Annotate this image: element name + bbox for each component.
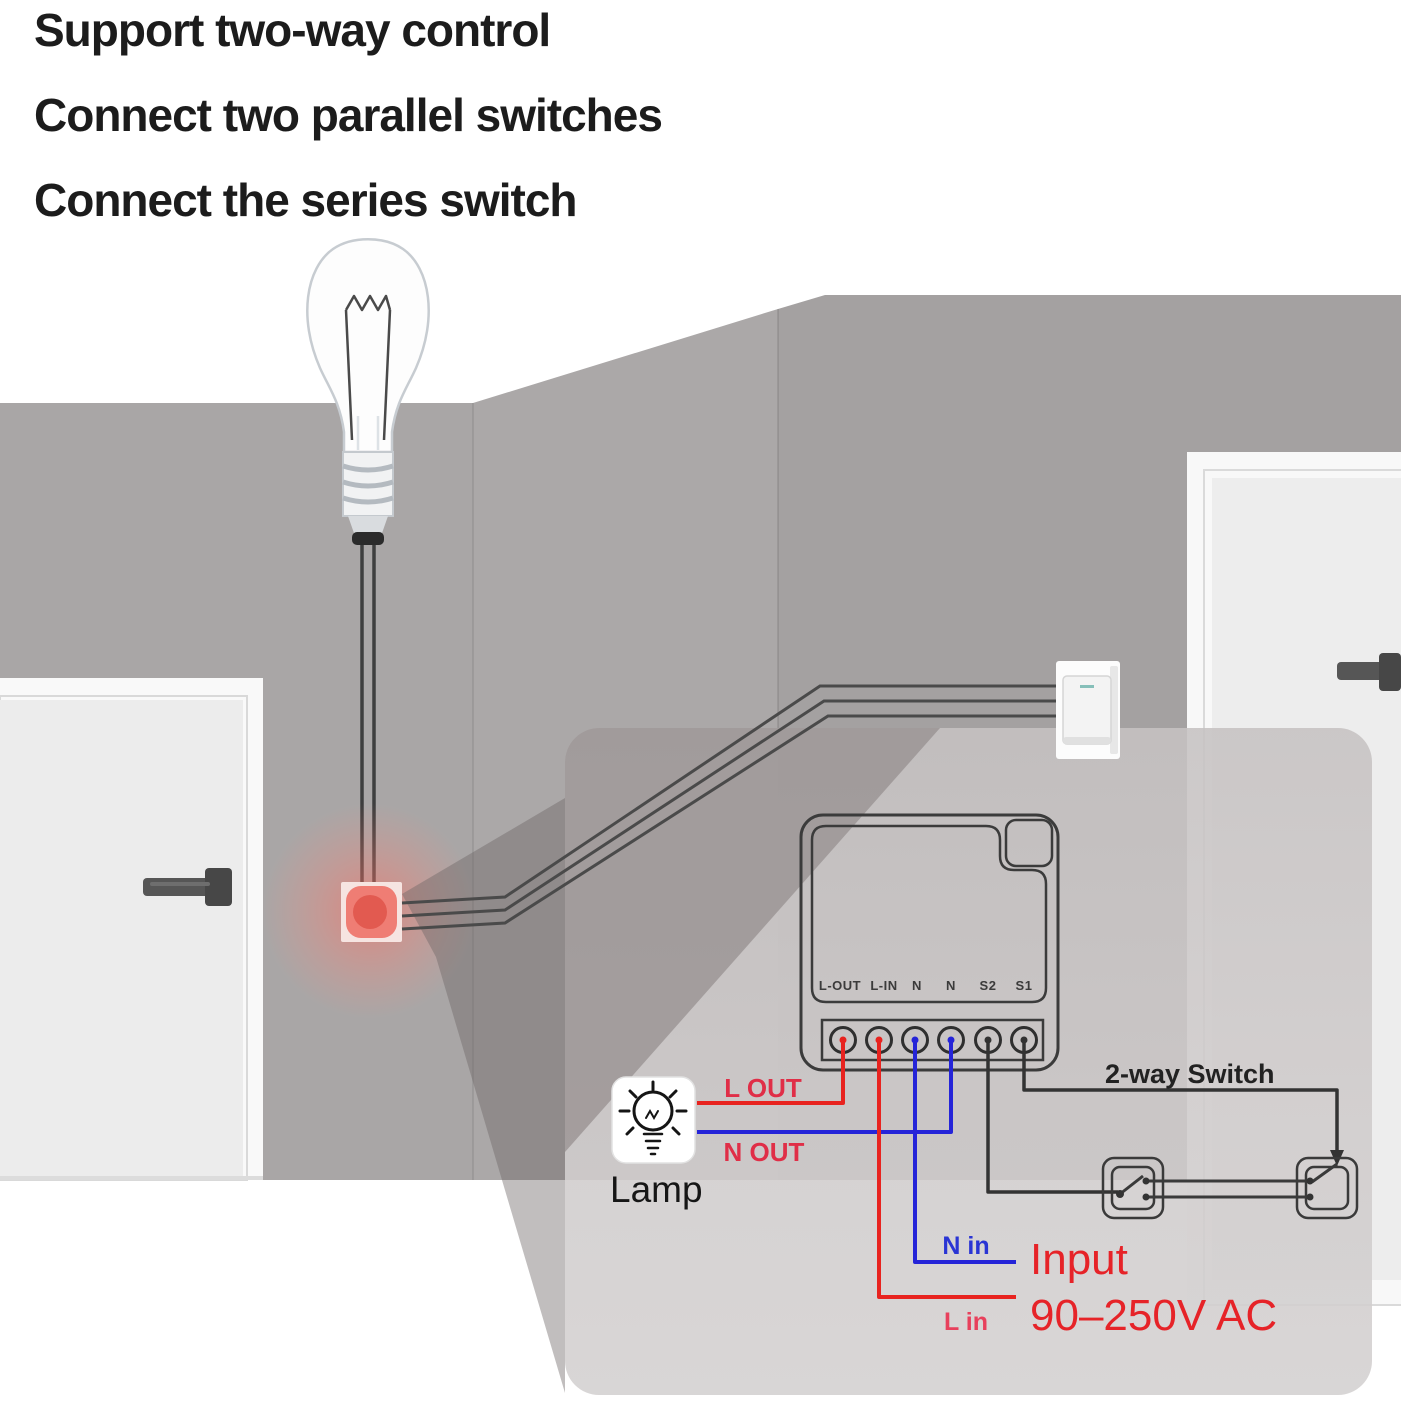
label-l-in: L in (944, 1308, 988, 1336)
wire-l-out (697, 1040, 845, 1105)
lamp-icon-card (611, 1076, 696, 1164)
bulb-glyph-icon (618, 1080, 688, 1156)
button-center (353, 895, 387, 929)
wire-n-out (697, 1040, 953, 1134)
label-lamp: Lamp (610, 1169, 703, 1210)
left-switch-inner (1110, 1165, 1156, 1211)
right-switch-inner (1304, 1165, 1350, 1211)
heading-two-way-control: Support two-way control (34, 4, 551, 56)
label-n-in: N in (942, 1232, 989, 1260)
right-switch-outer (1295, 1156, 1359, 1220)
rocker-switch-side-shadow (1110, 666, 1118, 754)
spotlight-wedge (402, 798, 565, 1393)
terminal-labels: L-OUT L-IN N N S2 S1 (819, 978, 1033, 993)
terminal-dot-l-in (875, 1036, 883, 1044)
left-door-handle-highlight (150, 882, 210, 886)
terminal-dot-n1 (911, 1036, 919, 1044)
heading-parallel-switches: Connect two parallel switches (34, 89, 663, 141)
left-switch-outer (1101, 1156, 1165, 1220)
diagram-wiring (697, 1036, 1344, 1299)
feature-headings: Support two-way control Connect two para… (34, 4, 663, 259)
left-door-panel (0, 700, 243, 1180)
bulb-screw-ridges (342, 463, 394, 505)
right-door-handle-rosette (1379, 653, 1401, 691)
terminal-label-n1: N (912, 978, 922, 993)
bulb-contact-tip (352, 532, 384, 545)
panel-shadow-triangle (565, 728, 940, 1152)
bulb-neck-reflections (356, 416, 380, 450)
module-reset-button (1004, 818, 1054, 868)
right-switch-contact-top (1306, 1177, 1314, 1185)
label-two-way-switch: 2-way Switch (1105, 1059, 1275, 1089)
smart-switch-module: L-OUT L-IN N N S2 S1 (799, 813, 1060, 1072)
terminal-strip (820, 1018, 1045, 1062)
in-wall-wires (401, 684, 1060, 931)
right-switch-lever (1311, 1162, 1338, 1184)
wall-rocker-switch (1056, 661, 1120, 759)
wall-wire-1 (401, 684, 1060, 905)
label-input: Input (1030, 1235, 1128, 1284)
right-switch-contact-bottom (1306, 1193, 1314, 1201)
wall-wire-3 (401, 714, 1060, 931)
label-input-voltage: 90–250V AC (1030, 1291, 1277, 1340)
terminal-label-l-out: L-OUT (819, 978, 861, 993)
left-switch-contact-top (1142, 1177, 1150, 1185)
two-way-switches (1101, 1156, 1359, 1220)
wire-s2 (986, 1040, 1118, 1194)
bulb-base-taper (348, 516, 388, 536)
terminal-label-l-in: L-IN (870, 978, 897, 993)
left-door-bottom-shadow (0, 1176, 263, 1180)
left-door (0, 678, 263, 1181)
terminal-label-s2: S2 (980, 978, 997, 993)
junction-button (262, 803, 478, 1019)
wire-l-in (877, 1040, 1016, 1299)
wire-n-in (913, 1040, 1016, 1264)
terminal-dot-n2 (947, 1036, 955, 1044)
wall-wire-2 (401, 699, 1060, 918)
diagram-labels: L OUT N OUT Lamp 2-way Switch N in L in … (610, 1059, 1277, 1340)
heading-series-switch: Connect the series switch (34, 174, 577, 226)
terminal-label-n2: N (946, 978, 956, 993)
rocker-bottom-edge (1063, 737, 1111, 744)
terminal-dot-l-out (839, 1036, 847, 1044)
bulb-filament (344, 294, 392, 441)
lamp-icon (611, 1076, 696, 1164)
left-door-handle-rosette (205, 868, 232, 906)
terminal-label-s1: S1 (1016, 978, 1033, 993)
left-switch-pivot-dot (1116, 1190, 1124, 1198)
bulb-glass (306, 238, 430, 454)
left-switch-lever (1119, 1174, 1144, 1196)
terminal-dot-s1 (1020, 1036, 1028, 1044)
module-outer-outline (799, 813, 1060, 1072)
label-l-out: L OUT (724, 1073, 802, 1103)
terminal-dot-s2 (984, 1036, 992, 1044)
wire-s1 (1022, 1040, 1339, 1158)
module-inner-outline (810, 824, 1048, 1004)
rocker-indicator (1080, 685, 1094, 688)
switch-contact-dots (1116, 1177, 1314, 1201)
label-n-out: N OUT (724, 1137, 805, 1167)
left-switch-contact-bottom (1142, 1193, 1150, 1201)
